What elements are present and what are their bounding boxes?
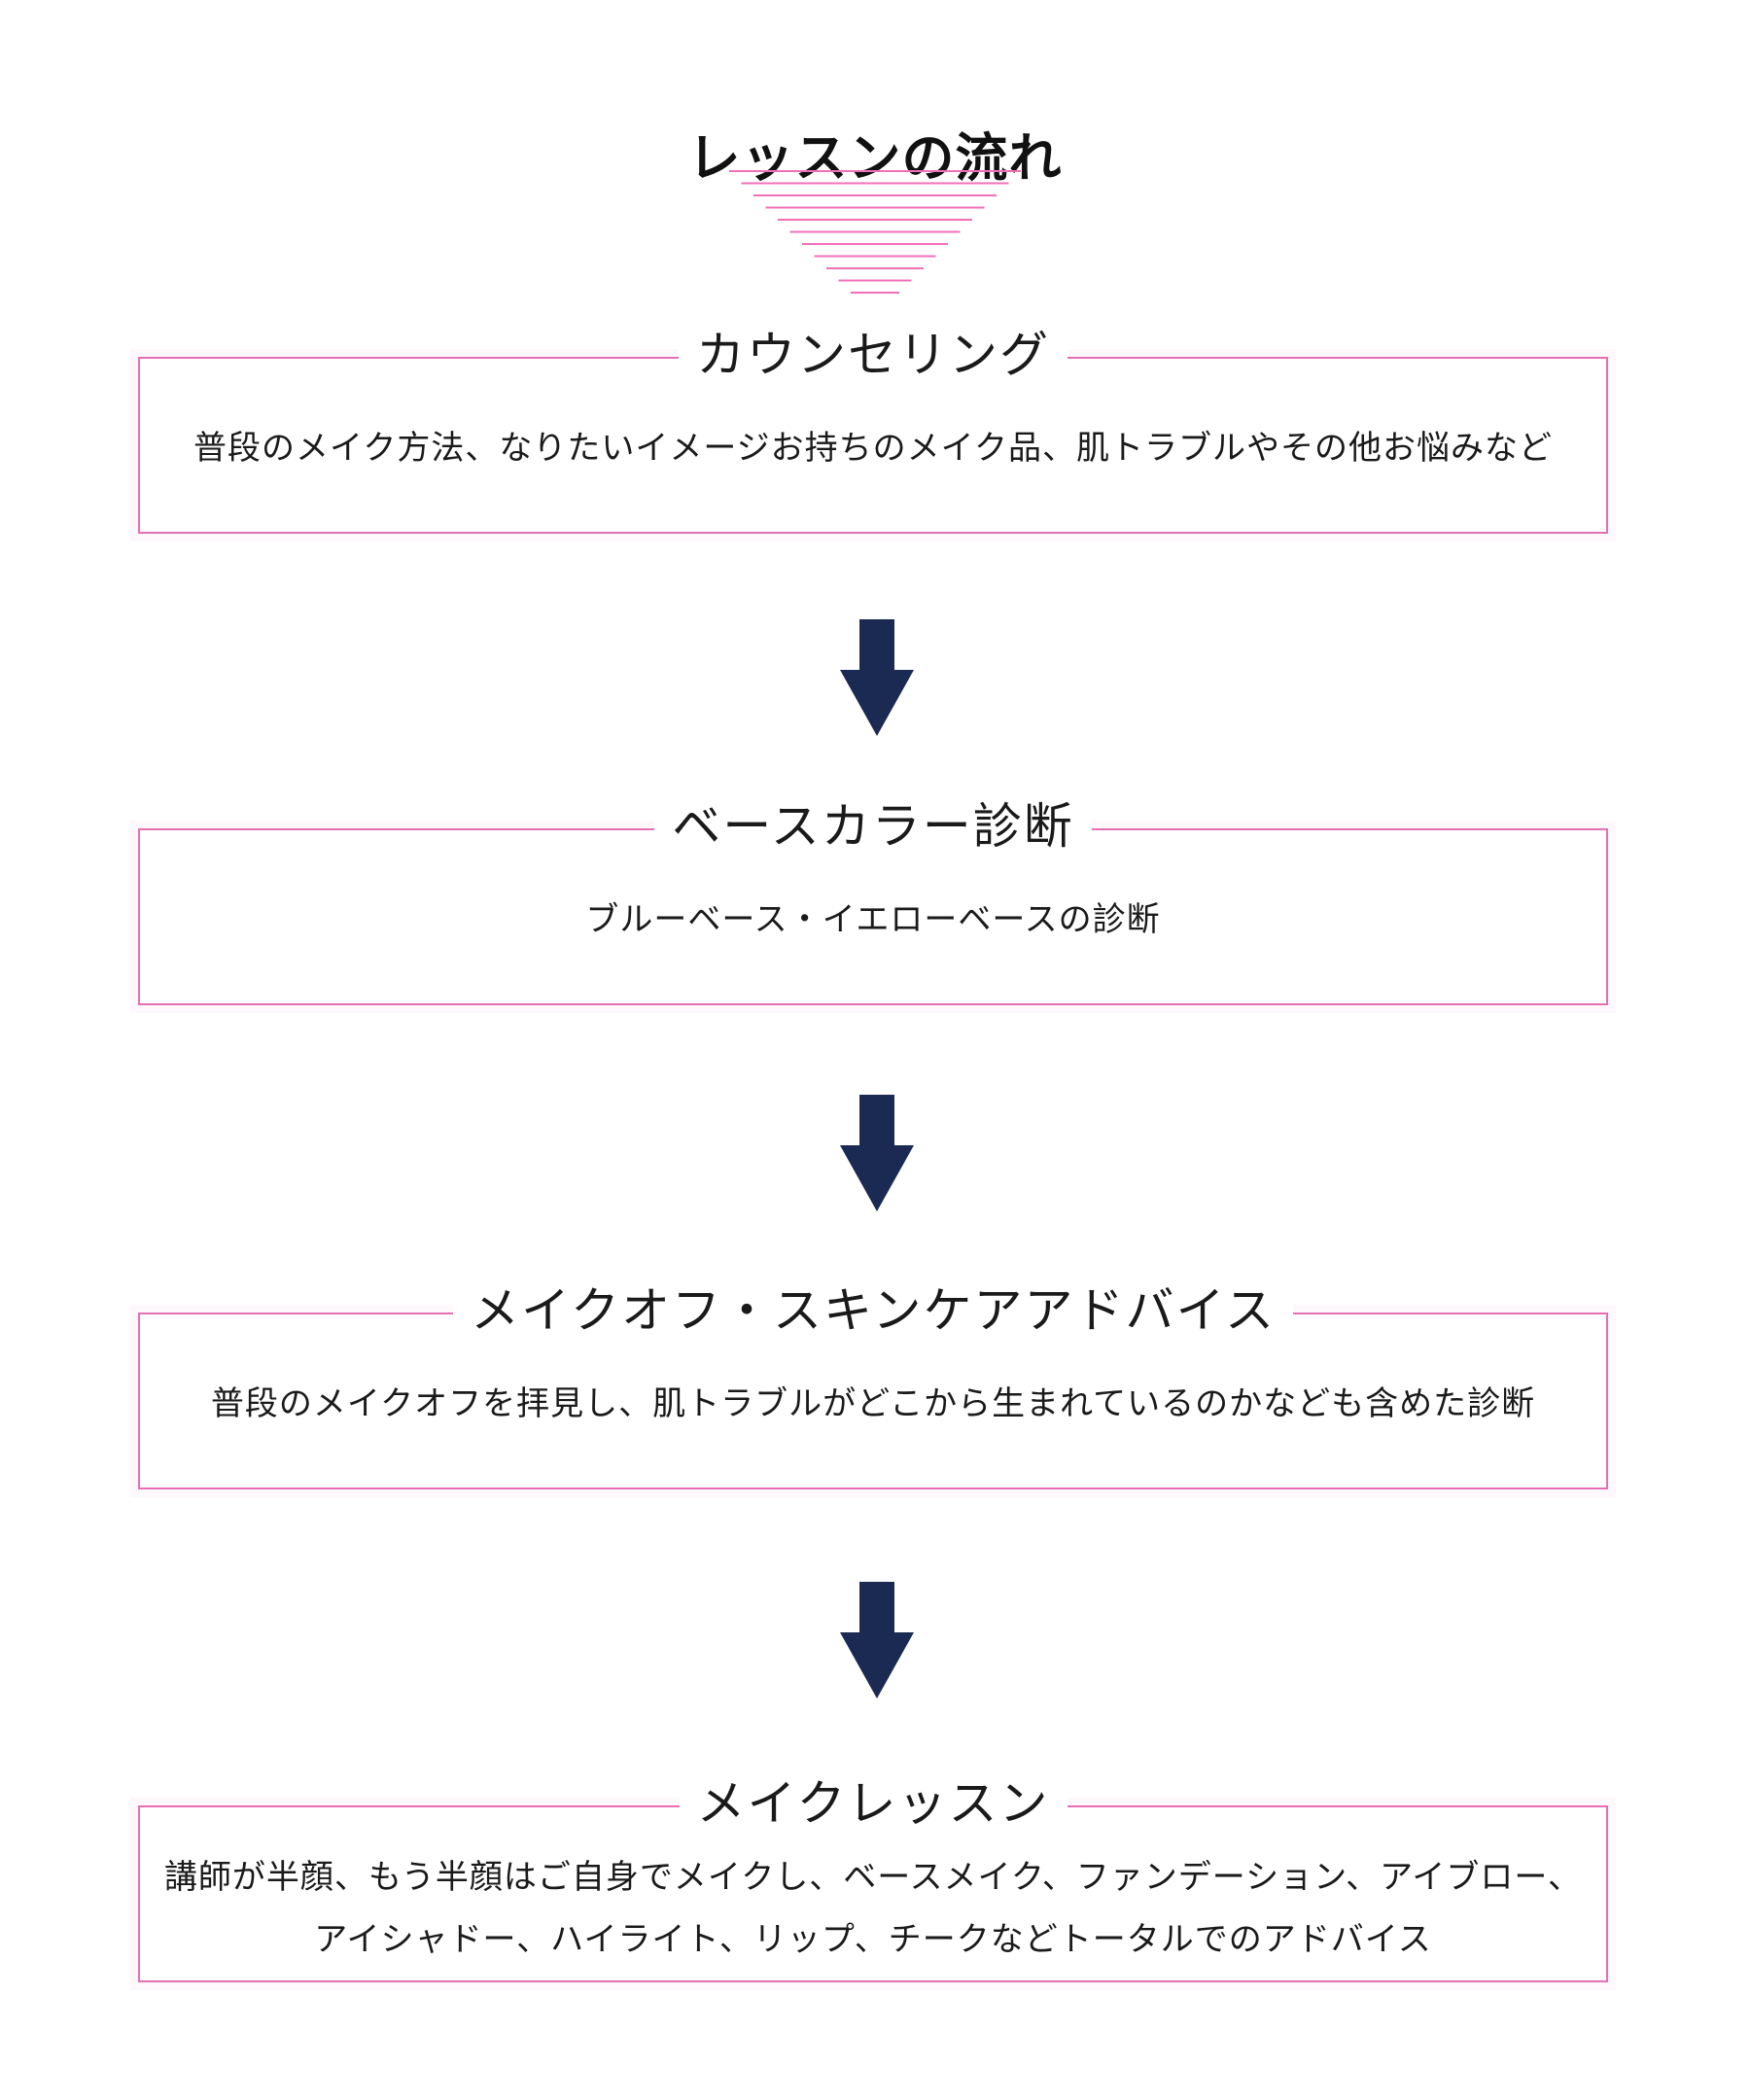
step-title: メイクレッスン (679, 1768, 1068, 1838)
step-description-line: 講師が半顔、もう半顔はご自身でメイクし、ベースメイク、ファンデーション、アイブロ… (163, 1858, 1583, 1897)
step-description: 普段のメイク方法、なりたいイメージお持ちのメイク品、肌トラブルやその他お悩みなど (193, 429, 1553, 468)
step-title: メイクオフ・スキンケアアドバイス (453, 1276, 1293, 1346)
step-description: 講師が半顔、もう半顔はご自身でメイクし、ベースメイク、ファンデーション、アイブロ… (159, 1846, 1587, 1971)
step-makeoff-skincare-advice: メイクオフ・スキンケアアドバイス 普段のメイクオフを拝見し、肌トラブルがどこから… (138, 1276, 1608, 1489)
arrow-down-icon (840, 1582, 914, 1698)
step-makeup-lesson: メイクレッスン 講師が半顔、もう半顔はご自身でメイクし、ベースメイク、ファンデー… (138, 1768, 1608, 1982)
step-counseling: カウンセリング 普段のメイク方法、なりたいイメージお持ちのメイク品、肌トラブルや… (138, 320, 1608, 534)
step-description: 普段のメイクオフを拝見し、肌トラブルがどこから生まれているのかなども含めた診断 (210, 1384, 1536, 1423)
step-title: ベースカラー診断 (654, 791, 1092, 861)
step-base-color-diagnosis: ベースカラー診断 ブルーベース・イエローベースの診断 (138, 791, 1608, 1005)
step-description-line: アイシャドー、ハイライト、リップ、チークなどトータルでのアドバイス (314, 1920, 1432, 1959)
arrow-down-icon (840, 1095, 914, 1211)
step-title: カウンセリング (679, 320, 1068, 390)
striped-triangle-icon (729, 170, 1021, 294)
step-description: ブルーベース・イエローベースの診断 (585, 900, 1161, 939)
arrow-down-icon (840, 619, 914, 736)
page-title: レッスンの流れ (687, 127, 1063, 190)
